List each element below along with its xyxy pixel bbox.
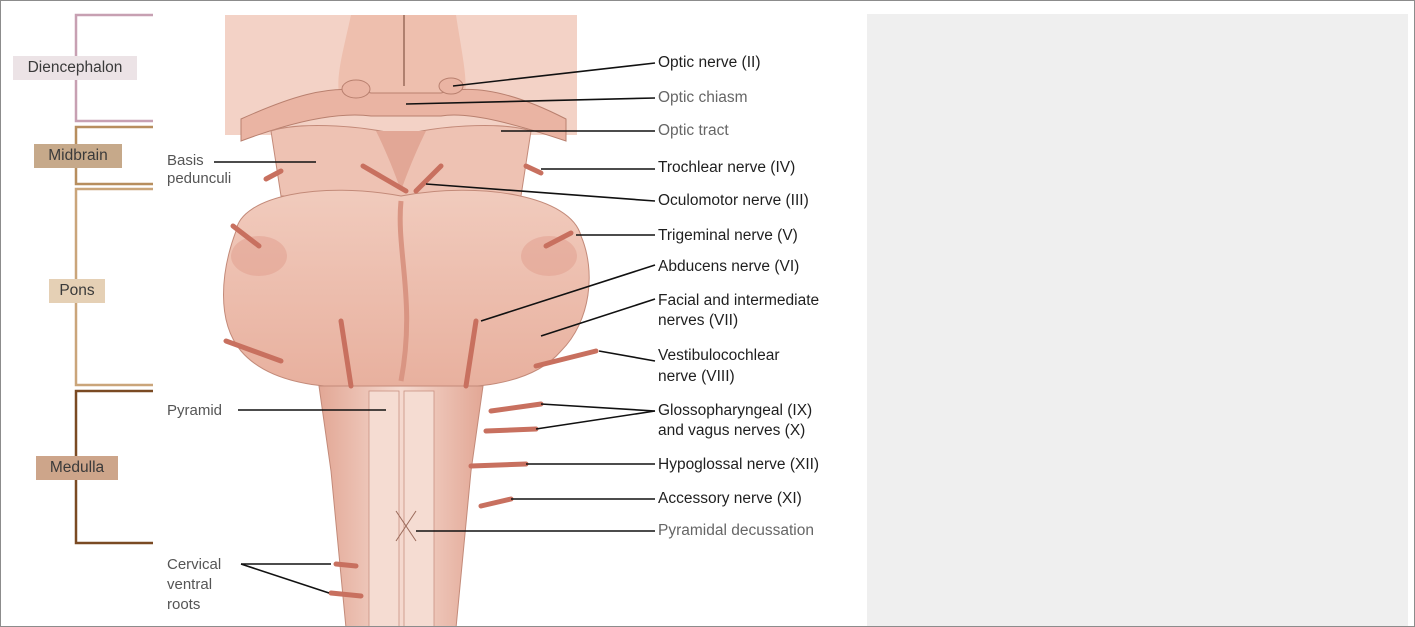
diencephalon-label: Diencephalon (13, 56, 137, 80)
label-cervical-line3: roots (167, 596, 200, 613)
medulla-label: Medulla (36, 456, 118, 480)
label-oculomotor-nerve: Oculomotor nerve (III) (658, 192, 809, 209)
label-trochlear-nerve: Trochlear nerve (IV) (658, 159, 795, 176)
label-glossopharyngeal-line1: Glossopharyngeal (IX) (658, 402, 812, 419)
blank-panel (867, 14, 1408, 627)
label-facial-nerve-line2: nerves (VII) (658, 312, 738, 329)
label-vestibulocochlear-line2: nerve (VIII) (658, 368, 735, 385)
label-optic-tract: Optic tract (658, 122, 729, 139)
pons-label: Pons (49, 279, 105, 303)
label-basis-line1: Basis (167, 152, 204, 169)
brainstem-diagram: Diencephalon Midbrain Pons Medulla Optic… (1, 1, 867, 627)
label-facial-nerve-line1: Facial and intermediate (658, 292, 819, 309)
label-optic-nerve: Optic nerve (II) (658, 54, 761, 71)
label-hypoglossal-nerve: Hypoglossal nerve (XII) (658, 456, 819, 473)
label-basis-line2: pedunculi (167, 170, 231, 187)
label-cervical-line2: ventral (167, 576, 212, 593)
label-pyramid: Pyramid (167, 402, 222, 419)
label-pyramidal-decussation: Pyramidal decussation (658, 522, 814, 539)
label-glossopharyngeal-line2: and vagus nerves (X) (658, 422, 805, 439)
medulla-tissue (319, 386, 483, 627)
label-accessory-nerve: Accessory nerve (XI) (658, 490, 802, 507)
label-vestibulocochlear-line1: Vestibulocochlear (658, 347, 780, 364)
label-trigeminal-nerve: Trigeminal nerve (V) (658, 227, 798, 244)
midbrain-label: Midbrain (34, 144, 122, 168)
label-cervical-line1: Cervical (167, 556, 221, 573)
label-abducens-nerve: Abducens nerve (VI) (658, 258, 799, 275)
label-optic-chiasm: Optic chiasm (658, 89, 748, 106)
